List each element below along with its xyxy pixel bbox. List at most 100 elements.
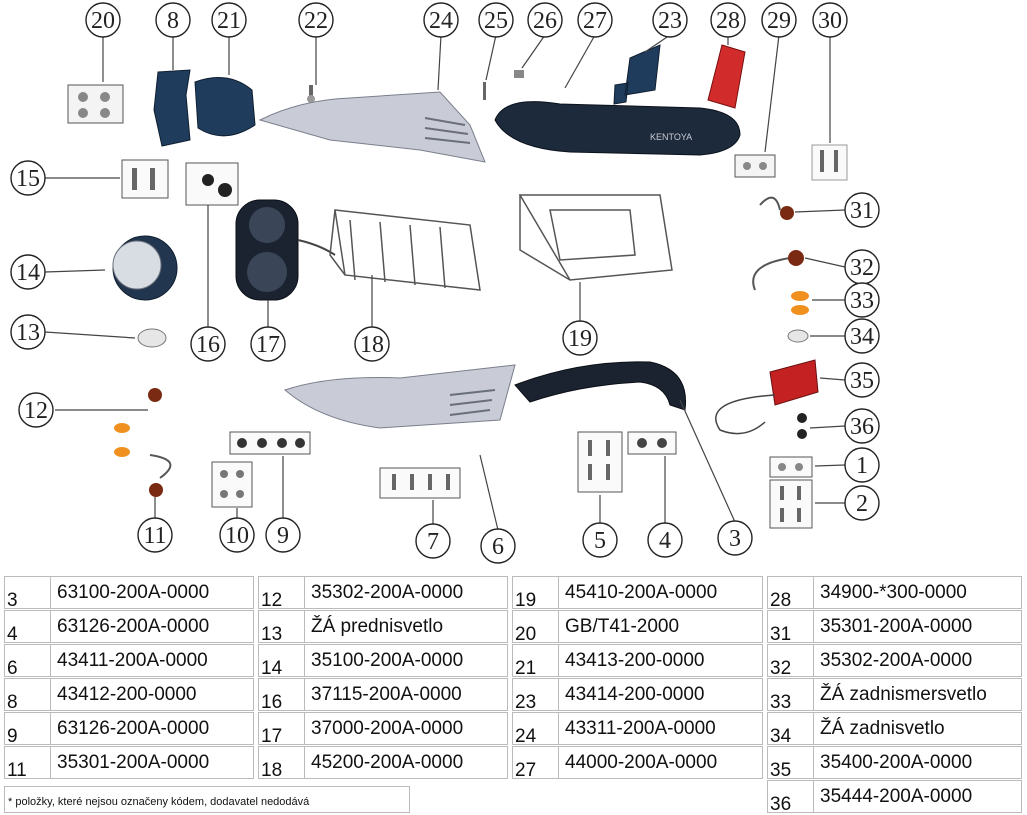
callout-14: 14 bbox=[10, 254, 46, 290]
callout-1: 1 bbox=[844, 447, 880, 483]
callout-28: 28 bbox=[710, 2, 746, 38]
part-code-cell: 43411-200A-0000 bbox=[57, 650, 208, 671]
part-28-reflector bbox=[707, 44, 746, 109]
part-code-cell: 43413-200-0000 bbox=[565, 650, 705, 671]
svg-text:17: 17 bbox=[256, 332, 280, 358]
part-33-bulbs bbox=[791, 291, 809, 315]
svg-text:21: 21 bbox=[217, 8, 241, 34]
part-2-screws bbox=[769, 479, 813, 529]
part-number-cell: 11 bbox=[5, 747, 51, 781]
part-4-washers bbox=[627, 431, 677, 455]
table-row: 14 35100-200A-0000 bbox=[258, 644, 508, 679]
part-17-speedometer bbox=[235, 199, 336, 301]
part-34-bulb bbox=[787, 329, 809, 343]
part-number-cell: 4 bbox=[5, 611, 51, 645]
seat-brand: KENTOYA bbox=[650, 132, 692, 142]
callout-21: 21 bbox=[211, 2, 247, 38]
part-number-cell: 19 bbox=[513, 577, 559, 611]
svg-text:36: 36 bbox=[850, 414, 874, 440]
part-9-washers bbox=[229, 431, 311, 455]
part-number-cell: 13 bbox=[259, 611, 305, 645]
svg-text:34: 34 bbox=[850, 324, 874, 350]
callout-36: 36 bbox=[844, 408, 880, 444]
part-number-cell: 32 bbox=[768, 645, 814, 679]
part-29-washers bbox=[734, 154, 776, 178]
svg-text:4: 4 bbox=[659, 528, 671, 554]
part-number-cell: 17 bbox=[259, 713, 305, 747]
svg-text:30: 30 bbox=[818, 8, 842, 34]
part-5-screws bbox=[577, 431, 623, 493]
callout-24: 24 bbox=[423, 2, 459, 38]
part-18-rack bbox=[329, 209, 481, 291]
table-row: 8 43412-200-0000 bbox=[4, 678, 254, 713]
callout-6: 6 bbox=[480, 528, 516, 564]
part-6-side-panel bbox=[284, 364, 516, 429]
table-row: 16 37115-200A-0000 bbox=[258, 678, 508, 713]
part-code-cell: 35100-200A-0000 bbox=[311, 650, 464, 671]
part-number-cell: 16 bbox=[259, 679, 305, 713]
svg-text:8: 8 bbox=[167, 8, 179, 34]
part-26-clip bbox=[514, 70, 524, 78]
part-code-cell: 63126-200A-0000 bbox=[57, 718, 210, 739]
part-10-nuts bbox=[211, 461, 253, 508]
callout-4: 4 bbox=[647, 522, 683, 558]
part-code-cell: 43412-200-0000 bbox=[57, 684, 197, 705]
callout-22: 22 bbox=[298, 2, 334, 38]
part-number-cell: 23 bbox=[513, 679, 559, 713]
svg-text:7: 7 bbox=[427, 529, 439, 555]
svg-text:10: 10 bbox=[225, 523, 249, 549]
svg-text:35: 35 bbox=[850, 368, 874, 394]
callout-34: 34 bbox=[844, 318, 880, 354]
svg-text:13: 13 bbox=[16, 320, 40, 346]
part-23-bracket bbox=[613, 44, 661, 105]
part-21-cover bbox=[194, 77, 256, 137]
part-code-cell: 43414-200-0000 bbox=[565, 684, 705, 705]
part-number-cell: 9 bbox=[5, 713, 51, 747]
part-number-cell: 34 bbox=[768, 713, 814, 747]
svg-text:14: 14 bbox=[16, 260, 40, 286]
part-7-screws bbox=[379, 467, 461, 499]
part-14-headlight bbox=[112, 235, 178, 301]
part-number-cell: 18 bbox=[259, 747, 305, 781]
part-number-cell: 14 bbox=[259, 645, 305, 679]
part-code-cell: 35302-200A-0000 bbox=[820, 650, 973, 671]
callout-26: 26 bbox=[527, 2, 563, 38]
part-code-cell: 37115-200A-0000 bbox=[311, 684, 462, 705]
part-11-turn-signal bbox=[149, 454, 172, 497]
part-code-cell: 63126-200A-0000 bbox=[57, 616, 210, 637]
part-number-cell: 33 bbox=[768, 679, 814, 713]
callout-35: 35 bbox=[844, 362, 880, 398]
svg-text:11: 11 bbox=[143, 523, 166, 549]
svg-text:18: 18 bbox=[360, 332, 384, 358]
part-code-cell: 35302-200A-0000 bbox=[311, 582, 464, 603]
part-number-cell: 6 bbox=[5, 645, 51, 679]
part-code-cell: 35400-200A-0000 bbox=[820, 752, 973, 773]
part-35-tail-light bbox=[715, 359, 819, 435]
part-24-side-panel bbox=[258, 91, 486, 163]
parts-diagram: KENTOYA bbox=[10, 2, 880, 564]
leader-lines bbox=[44, 34, 846, 531]
part-code-cell: 45200-200A-0000 bbox=[311, 752, 464, 773]
part-code-cell: 44000-200A-0000 bbox=[565, 752, 718, 773]
part-number-cell: 8 bbox=[5, 679, 51, 713]
svg-text:2: 2 bbox=[856, 491, 868, 517]
table-row: 9 63126-200A-0000 bbox=[4, 712, 254, 747]
part-number-cell: 24 bbox=[513, 713, 559, 747]
callout-10: 10 bbox=[219, 517, 255, 553]
svg-text:16: 16 bbox=[196, 332, 220, 358]
part-8-front-cover bbox=[153, 69, 191, 147]
callout-25: 25 bbox=[478, 2, 514, 38]
callout-5: 5 bbox=[582, 522, 618, 558]
svg-text:25: 25 bbox=[484, 8, 508, 34]
callout-15: 15 bbox=[10, 160, 46, 196]
callout-2: 2 bbox=[844, 485, 880, 521]
